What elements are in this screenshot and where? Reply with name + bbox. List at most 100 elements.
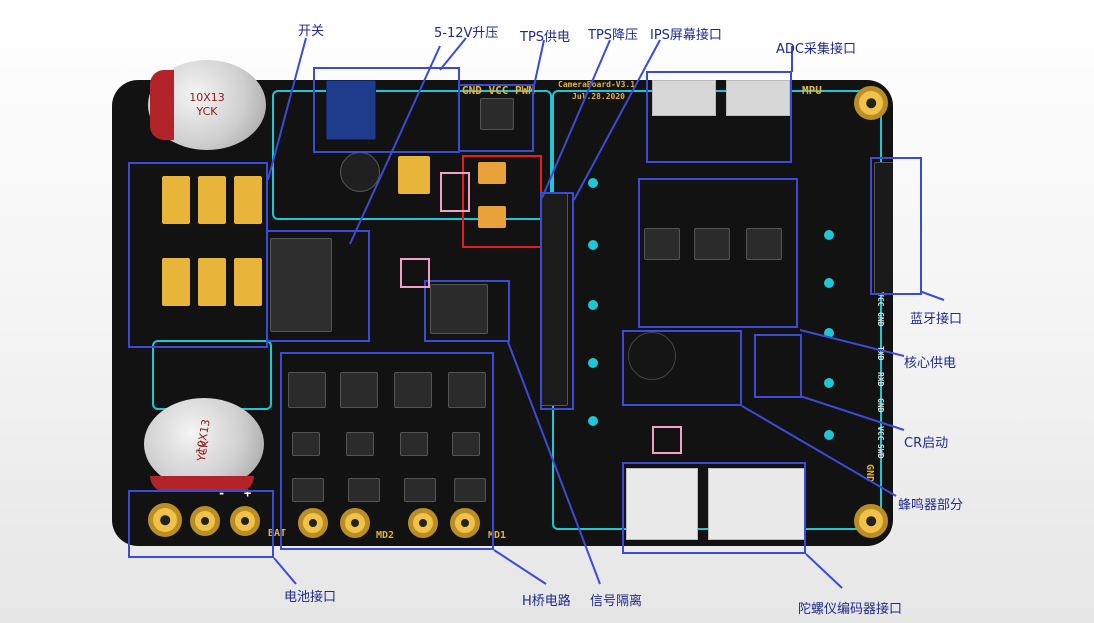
silk-bt-pin: SWD <box>876 444 885 459</box>
ips-header <box>540 192 568 406</box>
silk-bat: BAT <box>268 528 287 539</box>
leader-core-supply <box>799 329 905 357</box>
motor-terminal <box>450 508 480 538</box>
silk-md1: MD1 <box>488 530 507 541</box>
via <box>588 178 598 188</box>
switch-pad <box>234 258 262 306</box>
mosfet <box>452 432 480 456</box>
mounting-hole <box>854 86 888 120</box>
capacitor-label: 10X13 <box>189 91 225 104</box>
label-switch: 开关 <box>298 24 325 39</box>
label-tps-buck: TPS降压 <box>588 28 639 43</box>
switch-pad <box>234 176 262 224</box>
label-cr-start: CR启动 <box>904 436 949 451</box>
buzzer <box>628 332 676 380</box>
silk-bt-pin: VCC <box>876 292 885 307</box>
mosfet <box>348 478 380 502</box>
adc-connector-2 <box>726 80 790 116</box>
silk-bt-pin: VCC <box>876 426 885 441</box>
box-battery-port <box>128 490 274 558</box>
silk-plus: + <box>244 486 252 500</box>
mounting-hole <box>148 503 182 537</box>
silk-board-name: CameraBoard-V3.1 <box>558 80 636 89</box>
battery-terminal <box>190 506 220 536</box>
via <box>824 278 834 288</box>
silk-minus: - <box>218 486 226 500</box>
label-adc-port: ADC采集接口 <box>776 42 856 57</box>
motor-terminal <box>298 508 328 538</box>
label-boost: 5-12V升压 <box>434 26 499 41</box>
opamp-2 <box>694 228 730 260</box>
mosfet <box>292 478 324 502</box>
via <box>588 358 598 368</box>
leader-tps-supply <box>533 39 545 87</box>
box-signal-isolation-inner <box>400 258 430 288</box>
switch-pad <box>198 258 226 306</box>
capacitor-band <box>150 70 174 140</box>
tps-capacitor <box>478 206 506 228</box>
leader-h-bridge <box>493 549 547 585</box>
motor-terminal <box>340 508 370 538</box>
adc-connector-1 <box>652 80 716 116</box>
switch-pad <box>162 258 190 306</box>
encoder-connector-1 <box>626 468 698 540</box>
trace-outline <box>272 90 552 220</box>
mosfet <box>292 432 320 456</box>
leader-battery <box>273 557 297 585</box>
silk-header-pins: GND VCC PWM <box>462 84 535 97</box>
isolation-ic <box>430 284 488 334</box>
hbridge-driver-2 <box>340 372 378 408</box>
boost-ic <box>480 98 514 130</box>
label-h-bridge: H桥电路 <box>522 594 571 609</box>
via <box>824 328 834 338</box>
silk-gnd: GND <box>864 464 875 483</box>
box-ips-port <box>540 192 574 410</box>
label-encoder-port: 陀螺仪编码器接口 <box>798 602 903 617</box>
leader-switch <box>267 37 307 181</box>
silk-md2: MD2 <box>376 530 395 541</box>
label-bluetooth-port: 蓝牙接口 <box>910 312 963 327</box>
hbridge-driver-3 <box>394 372 432 408</box>
box-encoder-port <box>622 462 806 554</box>
tantalum-capacitor <box>398 156 430 194</box>
tps-capacitor <box>478 162 506 184</box>
label-buzzer: 蜂鸣器部分 <box>898 498 964 513</box>
box-core-supply <box>754 334 802 398</box>
label-signal-isolation: 信号隔离 <box>590 594 643 609</box>
box-tps-supply <box>458 84 534 152</box>
hbridge-driver-1 <box>288 372 326 408</box>
box-switch-center <box>266 230 370 342</box>
switch-pad <box>198 176 226 224</box>
leader-cr-start <box>799 395 905 431</box>
box-buzzer <box>622 330 742 406</box>
mosfet <box>400 432 428 456</box>
mosfet <box>404 478 436 502</box>
switch-pad <box>162 176 190 224</box>
via <box>588 416 598 426</box>
via <box>824 430 834 440</box>
leader-encoder <box>805 553 843 589</box>
capacitor-label: YCK <box>196 105 218 118</box>
leader-signal-isolation <box>507 341 601 585</box>
box-adc-section <box>638 178 798 328</box>
via <box>824 230 834 240</box>
leader-boost <box>439 37 467 71</box>
potentiometer <box>326 80 376 140</box>
via <box>824 378 834 388</box>
leader-tps-buck <box>541 39 611 199</box>
mosfet <box>454 478 486 502</box>
leader-ips-port <box>573 39 661 201</box>
label-core-supply: 核心供电 <box>904 356 957 371</box>
leader-bluetooth <box>921 291 945 301</box>
via <box>588 300 598 310</box>
silk-mpu: MPU <box>802 84 822 97</box>
box-tps-buck-inner <box>440 172 470 212</box>
opamp-1 <box>644 228 680 260</box>
encoder-connector-2 <box>708 468 806 540</box>
opamp-3 <box>746 228 782 260</box>
label-battery-port: 电池接口 <box>284 590 337 605</box>
motor-terminal <box>408 508 438 538</box>
mosfet <box>346 432 374 456</box>
electrolytic-capacitor: 10X13 YCK <box>144 398 264 490</box>
